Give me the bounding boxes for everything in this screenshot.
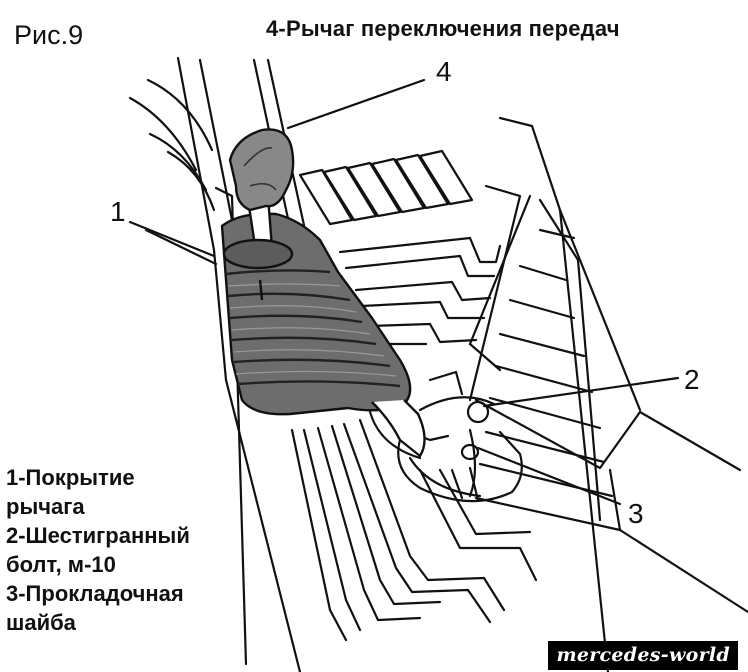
- legend-line: болт, м-10: [6, 552, 116, 577]
- leader-line-1: [128, 220, 216, 258]
- figure-label: Рис.9: [14, 20, 84, 50]
- leader-line-4: [286, 78, 426, 130]
- watermark: mercedes-world: [548, 641, 738, 670]
- hex-bolt: [466, 400, 490, 424]
- legend: 1-Покрытие рычага 2-Шестигранный болт, м…: [6, 463, 190, 637]
- callout-4: 4: [436, 56, 452, 87]
- legend-line: шайба: [6, 610, 76, 635]
- legend-line: 3-Прокладочная: [6, 581, 184, 606]
- gear-lever-knob: [222, 128, 295, 270]
- legend-line: рычага: [6, 494, 85, 519]
- callout-1: 1: [110, 196, 126, 227]
- figure-title: 4-Рычаг переключения передач: [266, 16, 620, 41]
- callout-2: 2: [684, 364, 700, 395]
- leader-line-2: [482, 376, 680, 408]
- washer: [460, 443, 480, 461]
- legend-line: 2-Шестигранный: [6, 523, 190, 548]
- linkage-housing: [397, 430, 523, 503]
- legend-line: 1-Покрытие: [6, 465, 135, 490]
- panel-edge-left: [176, 56, 302, 672]
- console-edge: [498, 116, 610, 672]
- callout-3: 3: [628, 498, 644, 529]
- leader-line-3: [476, 446, 622, 506]
- vent-grille: [298, 149, 474, 226]
